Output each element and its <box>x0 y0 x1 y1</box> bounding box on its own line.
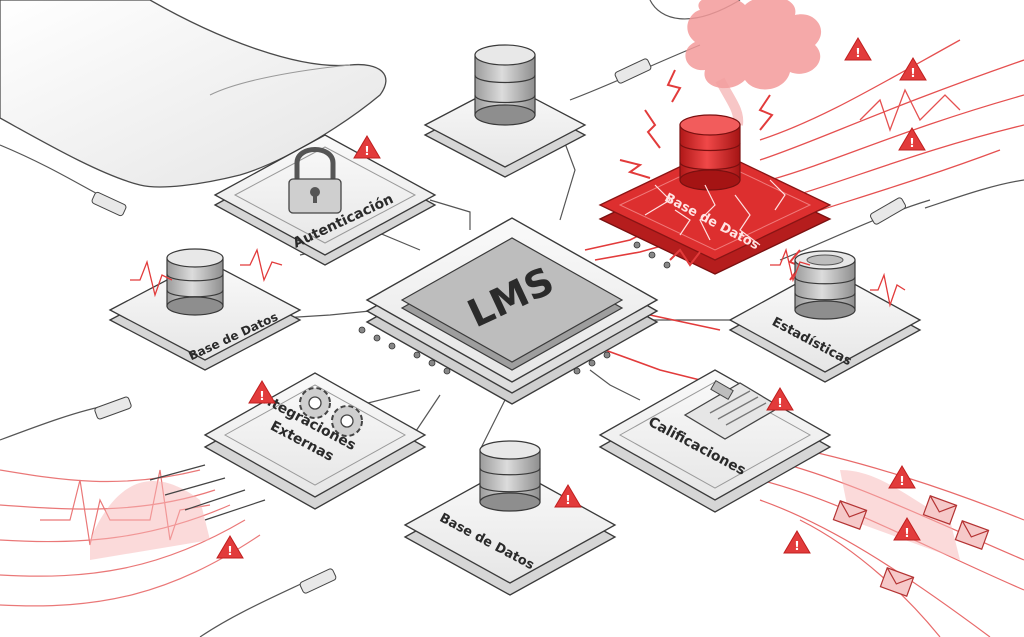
cable-connectors <box>91 58 906 594</box>
crack-lines <box>644 179 786 246</box>
database-icon <box>474 44 536 126</box>
module-database-top[interactable] <box>423 44 587 178</box>
pulse-line <box>240 248 283 283</box>
left-stream-glow <box>90 480 210 560</box>
top-right-data-stream <box>759 39 1024 221</box>
gears-icon <box>299 387 363 437</box>
database-icon <box>679 114 741 191</box>
envelope-icon <box>954 520 990 550</box>
svg-text:!: ! <box>904 526 909 540</box>
warning-icon: ! <box>898 127 926 151</box>
warning-icon: ! <box>248 380 276 404</box>
warning-icon: ! <box>888 465 916 489</box>
svg-text:!: ! <box>259 389 264 403</box>
warning-icon: ! <box>554 484 582 508</box>
svg-text:!: ! <box>794 539 799 553</box>
svg-text:!: ! <box>909 136 914 150</box>
warning-icon: ! <box>766 387 794 411</box>
lms-core-chip[interactable]: LMS <box>358 217 671 405</box>
warning-icon: ! <box>783 530 811 554</box>
svg-text:!: ! <box>910 66 915 80</box>
module-database-left[interactable]: Base de Datos <box>108 248 302 371</box>
padlock-icon <box>288 147 342 214</box>
database-icon <box>794 250 856 320</box>
svg-text:!: ! <box>227 544 232 558</box>
envelope-icon <box>922 495 958 525</box>
pulse-line <box>770 247 811 283</box>
smoke-cloud <box>685 0 821 90</box>
module-database-failed[interactable]: Base de Datos <box>598 114 832 275</box>
pulse-line <box>870 272 906 308</box>
integration-cables <box>149 464 266 521</box>
right-stream-glow <box>840 470 960 560</box>
svg-text:!: ! <box>855 46 860 60</box>
envelope-icon <box>832 500 868 530</box>
svg-text:!: ! <box>899 474 904 488</box>
chip-pins <box>358 241 671 375</box>
database-icon <box>166 248 224 316</box>
module-database-bottom[interactable]: Base de Datos <box>403 440 617 596</box>
module-external-integrations[interactable]: Integraciones Externas <box>203 372 427 510</box>
warning-icon: ! <box>844 37 872 61</box>
database-icon <box>479 440 541 512</box>
warning-icon: ! <box>893 517 921 541</box>
svg-text:!: ! <box>777 396 782 410</box>
warning-icon: ! <box>216 535 244 559</box>
pulse-line <box>130 259 173 298</box>
warning-icon: ! <box>353 135 381 159</box>
warning-icon: ! <box>899 57 927 81</box>
svg-text:!: ! <box>565 493 570 507</box>
envelope-icon <box>879 567 915 597</box>
svg-text:!: ! <box>364 144 369 158</box>
module-statistics[interactable]: Estadísticas <box>728 250 922 383</box>
module-authentication[interactable]: Autenticación <box>213 134 437 266</box>
